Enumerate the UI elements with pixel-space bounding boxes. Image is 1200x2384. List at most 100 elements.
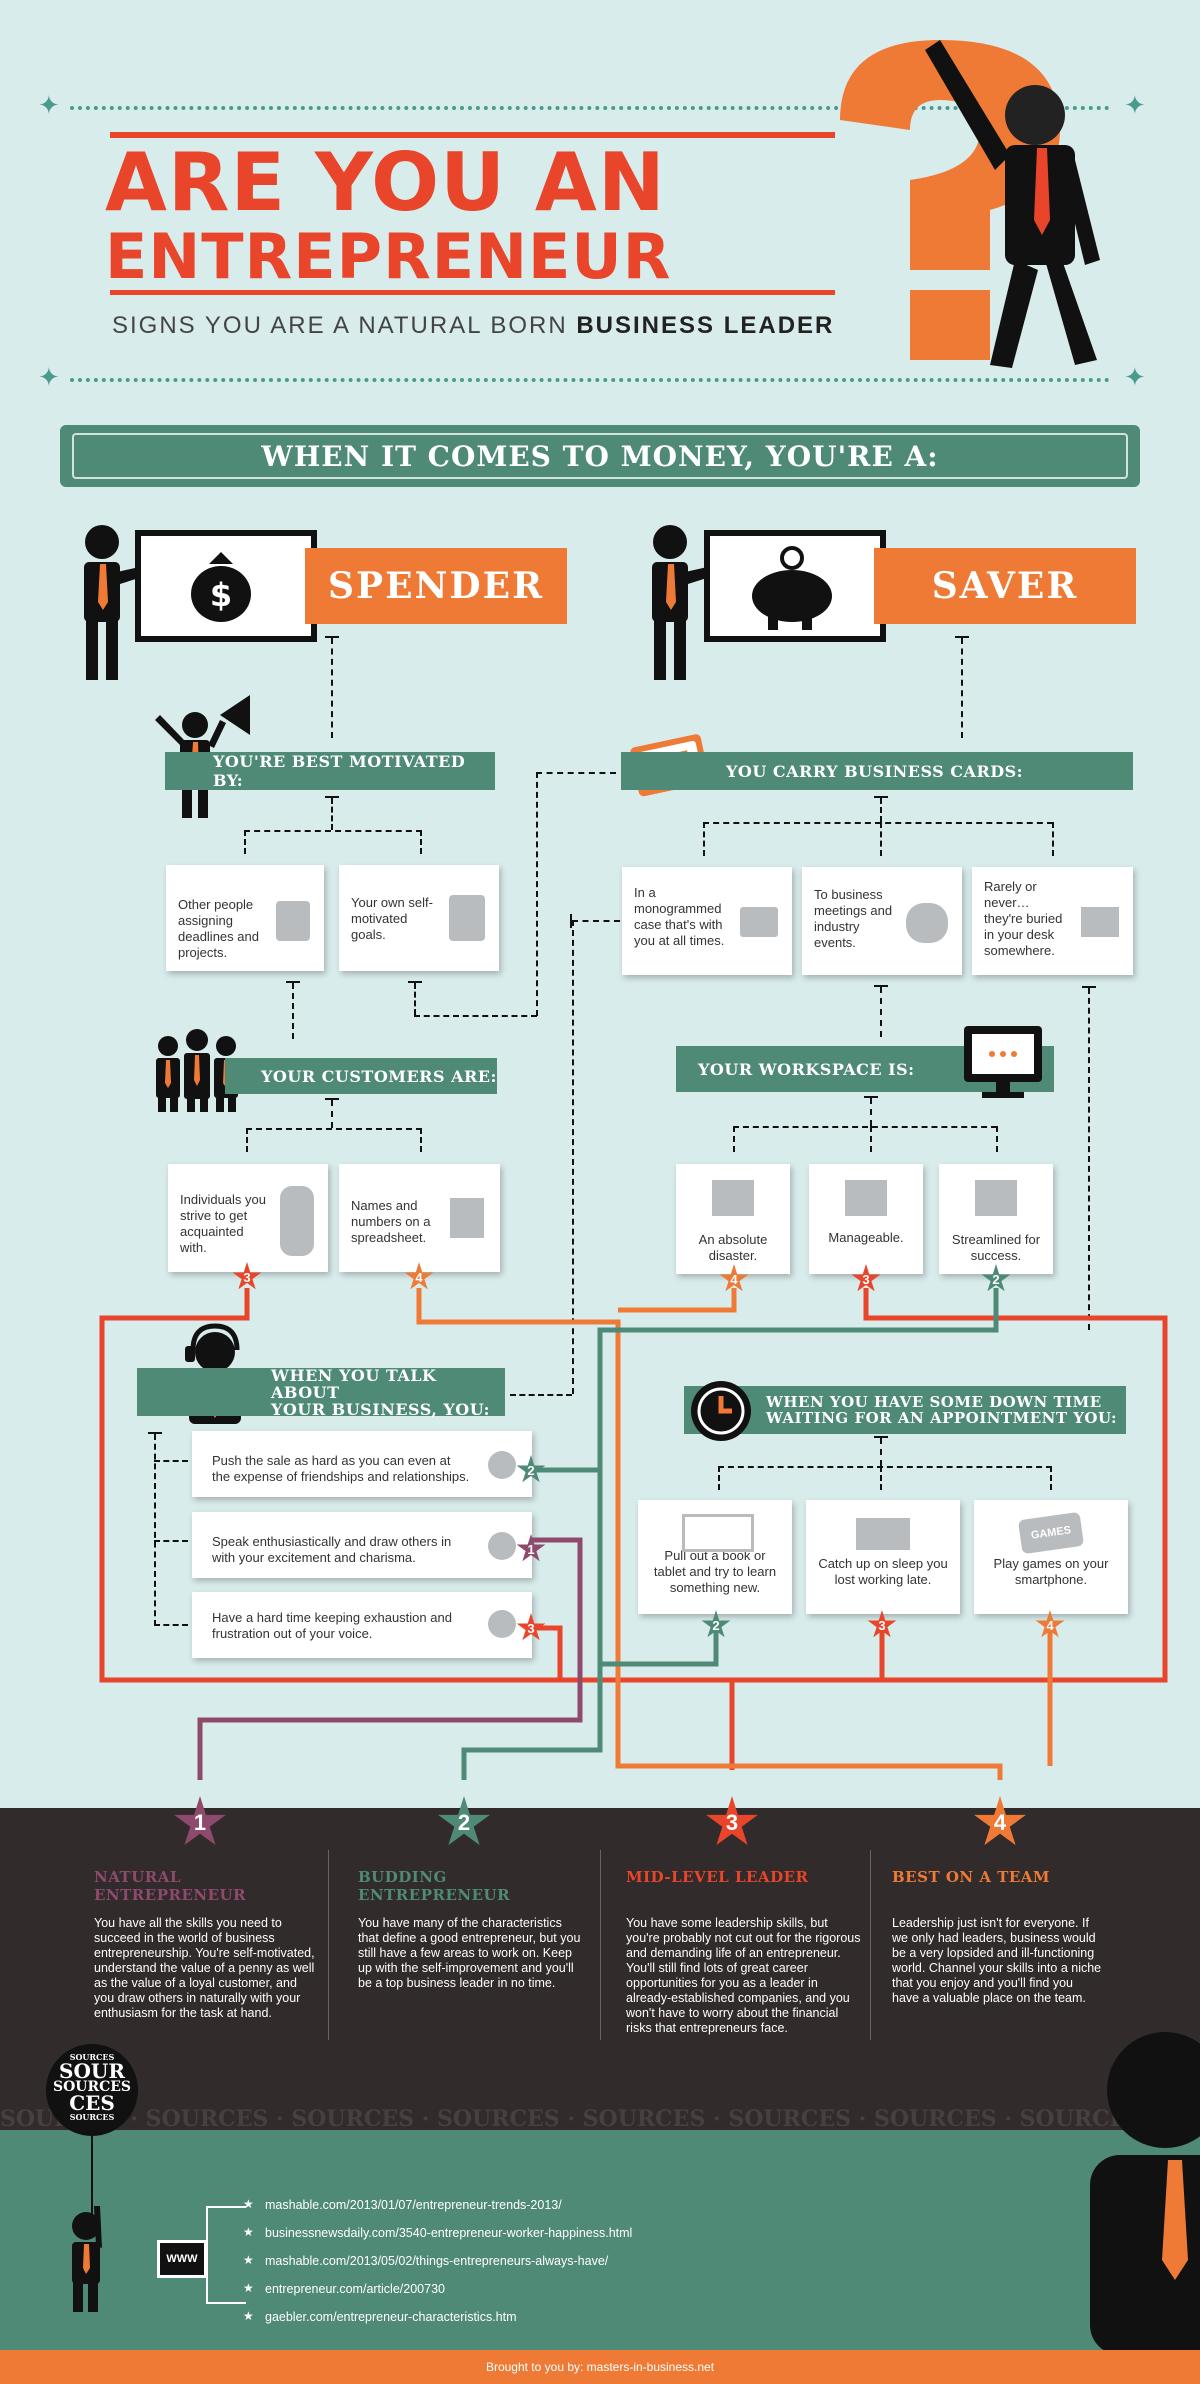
balloon-word: SOURCES xyxy=(69,2112,115,2122)
result-separator xyxy=(870,1850,871,2040)
option-text: In a monogrammed case that's with you at… xyxy=(634,885,725,948)
option-text: Names and numbers on a spreadsheet. xyxy=(351,1198,431,1245)
clean-desk-icon xyxy=(975,1180,1017,1216)
desk-worker-icon xyxy=(276,901,310,941)
money-banner: WHEN IT COMES TO MONEY, YOU'RE A: xyxy=(60,425,1140,487)
source-link[interactable]: gaebler.com/entrepreneur-characteristics… xyxy=(243,2309,516,2324)
money-bag-screen: $ xyxy=(135,530,317,642)
downtime-heading-line-1: WHEN YOU HAVE SOME DOWN TIME xyxy=(766,1393,1102,1411)
motivated-heading: YOU'RE BEST MOTIVATED BY: xyxy=(165,752,495,790)
result-title-line: BEST ON A TEAM xyxy=(892,1868,1051,1886)
divider-top xyxy=(70,106,1110,110)
bed-icon xyxy=(856,1518,910,1550)
cards-option-rarely[interactable]: Rarely or never…they're buried in your d… xyxy=(972,867,1133,975)
source-link[interactable]: entrepreneur.com/article/200730 xyxy=(243,2281,445,2296)
customers-heading: YOUR CUSTOMERS ARE: xyxy=(225,1058,497,1094)
people-icon xyxy=(280,1186,314,1256)
money-bag-icon: $ xyxy=(191,552,251,622)
balloon-word: SOURCES xyxy=(69,2052,115,2062)
result-separator xyxy=(328,1850,329,2040)
result-title-line: NATURAL xyxy=(94,1868,181,1886)
result-text-3: You have some leadership skills, but you… xyxy=(626,1916,861,2035)
option-text: Play games on your smartphone. xyxy=(993,1556,1109,1587)
result-text-2: You have many of the characteristics tha… xyxy=(358,1916,581,1990)
source-link[interactable]: mashable.com/2013/01/07/entrepreneur-tre… xyxy=(243,2197,562,2212)
talk-option-exhausted[interactable]: Have a hard time keeping exhaustion and … xyxy=(192,1592,532,1658)
piggy-bank-icon xyxy=(752,546,832,630)
workspace-option-manageable[interactable]: Manageable. xyxy=(809,1164,923,1274)
talk-option-enthusiastic[interactable]: Speak enthusiastically and draw others i… xyxy=(192,1512,532,1578)
downtime-option-sleep[interactable]: Catch up on sleep you lost working late. xyxy=(806,1500,960,1614)
saver-label: SAVER xyxy=(874,548,1136,624)
downtime-option-games[interactable]: GAMES Play games on your smartphone. xyxy=(974,1500,1128,1614)
downtime-option-book[interactable]: Pull out a book or tablet and try to lea… xyxy=(638,1500,792,1614)
result-text-1: You have all the skills you need to succ… xyxy=(94,1916,315,2020)
path-lines xyxy=(99,1288,1168,1780)
talk-heading-line-2: YOUR BUSINESS, YOU: xyxy=(271,1399,490,1419)
result-separator xyxy=(600,1850,601,2040)
title-rule xyxy=(110,132,835,138)
monitor-icon xyxy=(964,1026,1042,1098)
title-rule xyxy=(110,290,835,295)
footer-credit: Brought to you by: masters-in-business.n… xyxy=(0,2350,1200,2384)
question-mark-figure-icon xyxy=(840,40,1100,368)
money-banner-text: WHEN IT COMES TO MONEY, YOU'RE A: xyxy=(72,433,1128,479)
result-title-line: ENTREPRENEUR xyxy=(358,1886,511,1904)
sources-bracket xyxy=(206,2206,246,2304)
talk-heading: WHEN YOU TALK ABOUT YOUR BUSINESS, YOU: xyxy=(137,1365,505,1419)
balloon-string xyxy=(91,2136,93,2216)
source-link[interactable]: mashable.com/2013/05/02/things-entrepren… xyxy=(243,2253,608,2268)
option-text: Other people assigning deadlines and pro… xyxy=(178,897,259,960)
meeting-table-icon xyxy=(906,903,948,943)
title-line-2: ENTREPRENEUR xyxy=(105,220,672,293)
customer-option-individuals[interactable]: Individuals you strive to get acquainted… xyxy=(168,1164,328,1272)
goal-worker-icon xyxy=(449,895,485,941)
option-text: Your own self-motivated goals. xyxy=(351,895,433,942)
presenter-figure-icon xyxy=(652,525,732,680)
result-title-line: MID-LEVEL LEADER xyxy=(626,1868,809,1886)
option-text: Speak enthusiastically and draw others i… xyxy=(212,1534,452,1565)
downtime-heading: WHEN YOU HAVE SOME DOWN TIME WAITING FOR… xyxy=(684,1386,1126,1434)
book-icon xyxy=(682,1514,754,1552)
cards-option-meetings[interactable]: To business meetings and industry events… xyxy=(802,867,962,975)
result-title-2: BUDDING ENTREPRENEUR xyxy=(358,1868,510,1904)
motivated-option-others[interactable]: Other people assigning deadlines and pro… xyxy=(166,865,324,971)
result-text-4: Leadership just isn't for everyone. If w… xyxy=(892,1916,1102,2005)
www-screen-icon: WWW xyxy=(157,2240,207,2278)
spreadsheet-icon xyxy=(450,1198,484,1238)
clock-icon xyxy=(691,1381,751,1441)
frustrated-icon xyxy=(488,1610,516,1638)
businessman-figure-icon xyxy=(1090,2032,1200,2350)
sources-watermark-row: SOURCES · SOURCES · SOURCES · SOURCES · … xyxy=(0,2108,1143,2132)
cards-heading: YOU CARRY BUSINESS CARDS: xyxy=(621,752,1133,790)
spender-label: SPENDER xyxy=(305,548,567,624)
cards-option-monogrammed[interactable]: In a monogrammed case that's with you at… xyxy=(622,867,792,975)
option-text: Manageable. xyxy=(828,1230,904,1245)
star-icon: ✦ xyxy=(1124,90,1146,120)
workspace-option-disaster[interactable]: An absolute disaster. xyxy=(676,1164,790,1274)
desk-icon xyxy=(845,1180,887,1216)
balloon-word: CES xyxy=(69,2091,115,2115)
svg-text:$: $ xyxy=(210,576,232,614)
option-text: Rarely or never…they're buried in your d… xyxy=(984,879,1063,958)
source-link[interactable]: businessnewsdaily.com/3540-entrepreneur-… xyxy=(243,2225,632,2240)
motivated-option-self[interactable]: Your own self-motivated goals. xyxy=(339,865,499,971)
result-title-line: BUDDING xyxy=(358,1868,447,1886)
result-title-1: NATURAL ENTREPRENEUR xyxy=(94,1868,246,1904)
divider-bottom xyxy=(70,378,1110,382)
star-icon: ✦ xyxy=(1124,362,1146,392)
result-title-3: MID-LEVEL LEADER xyxy=(626,1868,808,1886)
talk-option-push-sale[interactable]: Push the sale as hard as you can even at… xyxy=(192,1431,532,1497)
talk-heading-line-1: WHEN YOU TALK ABOUT xyxy=(271,1365,437,1402)
sources-balloon: SOURCES SOUR SOURCES CES SOURCES xyxy=(46,2044,138,2136)
workspace-option-streamlined[interactable]: Streamlined for success. xyxy=(939,1164,1053,1274)
option-text: Individuals you strive to get acquainted… xyxy=(180,1192,266,1255)
option-text: Have a hard time keeping exhaustion and … xyxy=(212,1610,452,1641)
smile-icon xyxy=(488,1451,516,1479)
hanging-figure-icon xyxy=(72,2206,102,2312)
desk-icon xyxy=(1081,907,1119,937)
balloon-word: SOURCES xyxy=(52,2079,132,2095)
customer-option-spreadsheet[interactable]: Names and numbers on a spreadsheet. xyxy=(339,1164,500,1272)
subtitle: SIGNS YOU ARE A NATURAL BORN BUSINESS LE… xyxy=(112,312,835,339)
option-text: Streamlined for success. xyxy=(951,1232,1041,1263)
